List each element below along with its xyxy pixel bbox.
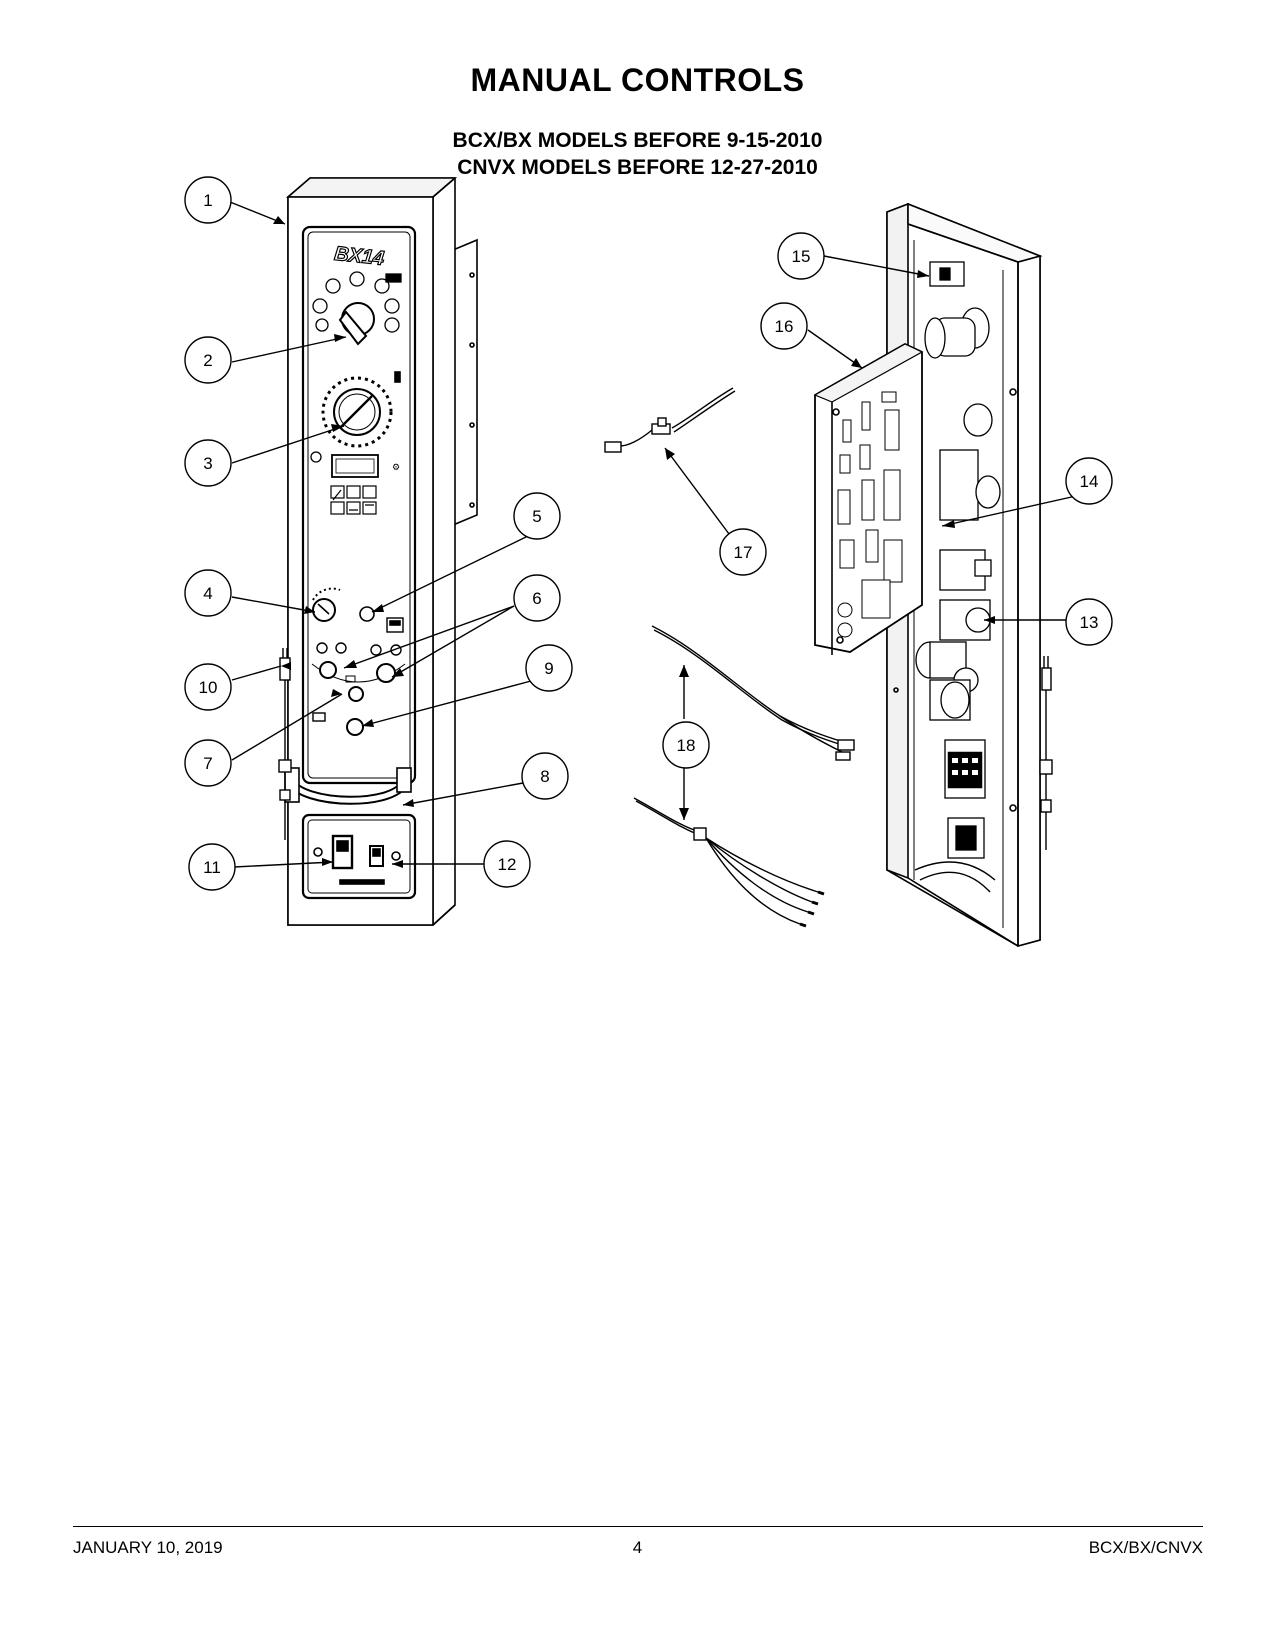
callout-14: 14 <box>1065 457 1113 505</box>
callout-4: 4 <box>184 569 232 617</box>
page-subtitle-line-2: CNVX MODELS BEFORE 12-27-2010 <box>457 156 818 179</box>
callout-2-label: 2 <box>203 351 212 370</box>
svg-text:⚙: ⚙ <box>392 462 400 472</box>
footer-page-number: 4 <box>632 1538 643 1557</box>
callout-8: 8 <box>521 752 569 800</box>
control-board <box>813 342 924 655</box>
indicator-light <box>359 606 404 633</box>
front-control-panel: BX14 ⚙ <box>278 177 478 926</box>
internal-components <box>914 261 1001 893</box>
parts-diagram: BX14 ⚙ <box>184 176 1113 948</box>
model-label: BX14 <box>333 243 385 270</box>
callout-8-label: 8 <box>540 767 549 786</box>
callout-12-label: 12 <box>498 855 517 874</box>
callout-16: 16 <box>760 302 808 350</box>
leader-lines <box>229 201 1077 868</box>
upper-wire-harness <box>651 625 855 761</box>
mode-selector-knob <box>338 302 375 346</box>
callout-15: 15 <box>777 232 825 280</box>
callout-11-label: 11 <box>203 858 221 877</box>
callout-16-label: 16 <box>775 317 794 336</box>
callout-17: 17 <box>719 528 767 576</box>
callout-6: 6 <box>513 574 561 622</box>
callout-13: 13 <box>1065 598 1113 646</box>
callout-7-label: 7 <box>203 754 212 773</box>
callout-11: 11 <box>188 843 236 891</box>
keypad <box>330 485 377 515</box>
callout-10: 10 <box>184 663 232 711</box>
callout-1-label: 1 <box>203 191 212 210</box>
power-switch-panel <box>301 813 417 900</box>
temperature-probe <box>278 648 292 840</box>
callout-17-label: 17 <box>734 543 753 562</box>
callout-13-label: 13 <box>1080 613 1099 632</box>
callout-15-label: 15 <box>792 247 811 266</box>
callout-14-label: 14 <box>1080 472 1099 491</box>
small-wire-harness <box>604 387 736 453</box>
rear-enclosure <box>813 202 1053 948</box>
footer-divider <box>73 1526 1203 1527</box>
mode-icons <box>312 271 402 333</box>
callout-6-label: 6 <box>532 589 541 608</box>
toggle-switches <box>311 642 406 736</box>
callout-18: 18 <box>662 721 710 769</box>
footer-date: JANUARY 10, 2019 <box>73 1538 223 1557</box>
callout-5: 5 <box>513 492 561 540</box>
arrowheads <box>273 216 995 868</box>
callout-1: 1 <box>184 176 232 224</box>
callout-bubbles: 1 2 3 4 5 6 7 8 9 10 11 12 13 14 15 16 1… <box>184 176 1113 891</box>
callout-3: 3 <box>184 439 232 487</box>
callout-5-label: 5 <box>532 507 541 526</box>
callout-9: 9 <box>525 644 573 692</box>
callout-7: 7 <box>184 739 232 787</box>
rear-temperature-probe <box>1039 656 1053 850</box>
callout-18-label: 18 <box>677 736 696 755</box>
callout-12: 12 <box>483 840 531 888</box>
page-subtitle-line-1: BCX/BX MODELS BEFORE 9-15-2010 <box>452 129 823 152</box>
callout-3-label: 3 <box>203 454 212 473</box>
page-title: MANUAL CONTROLS <box>470 62 805 98</box>
callout-2: 2 <box>184 336 232 384</box>
thermostat-dial <box>321 371 401 448</box>
lower-wire-harness <box>633 797 825 928</box>
timer-display: ⚙ <box>310 451 400 478</box>
humidity-knob <box>312 587 341 622</box>
callout-10-label: 10 <box>199 678 218 697</box>
callout-4-label: 4 <box>203 584 212 603</box>
footer-models: BCX/BX/CNVX <box>1088 1538 1203 1557</box>
callout-9-label: 9 <box>544 659 553 678</box>
